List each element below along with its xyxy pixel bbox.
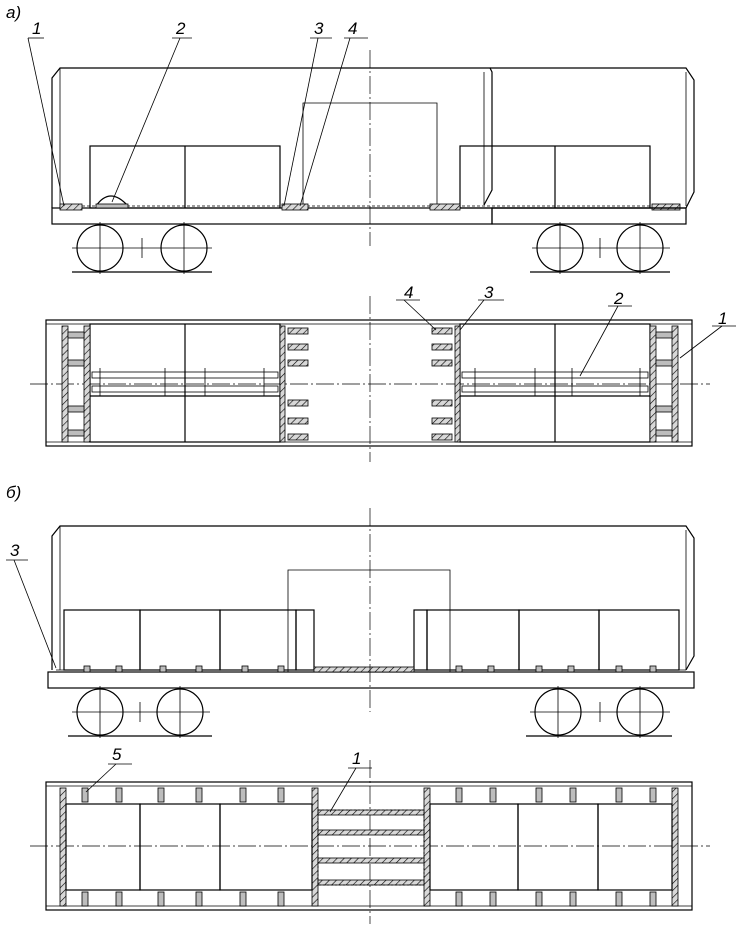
panel-b-label: б) xyxy=(6,483,21,502)
wagon-body-right xyxy=(490,67,695,209)
support-arc xyxy=(95,195,129,207)
pad-3-left xyxy=(281,203,309,211)
pad-1-left xyxy=(59,203,83,211)
plan-callout-b-5: 5 xyxy=(112,745,122,764)
plan-callout-1: 1 xyxy=(718,309,727,328)
pad-1-right xyxy=(651,203,681,211)
panel-a-callouts: 1 2 3 4 xyxy=(27,19,368,207)
panel-b-plan-view xyxy=(30,760,710,924)
callout-b-3: 3 xyxy=(10,541,20,560)
panel-a-plan-callouts: 4 3 2 1 xyxy=(396,283,736,377)
plan-callout-2: 2 xyxy=(613,289,624,308)
panel-b-side-view xyxy=(47,508,695,738)
panel-a-plan-view xyxy=(30,296,710,462)
wagon-body-b xyxy=(51,525,695,671)
panel-a-label: а) xyxy=(6,3,21,22)
plan-callout-4: 4 xyxy=(404,283,413,302)
callout-1: 1 xyxy=(32,19,41,38)
wagon-frame xyxy=(51,207,493,225)
plan-outline xyxy=(45,319,693,447)
plan-callout-3: 3 xyxy=(484,283,494,302)
panel-b-plan-callouts: 5 1 xyxy=(85,745,372,813)
callout-2: 2 xyxy=(175,19,186,38)
pad-3-right xyxy=(429,203,461,211)
plan-callout-b-1: 1 xyxy=(352,749,361,768)
panel-b-callouts: 3 xyxy=(6,541,57,669)
wagon-frame-b xyxy=(47,671,695,689)
callout-3: 3 xyxy=(314,19,324,38)
callout-4: 4 xyxy=(348,19,357,38)
panel-a-side-view xyxy=(51,50,682,274)
